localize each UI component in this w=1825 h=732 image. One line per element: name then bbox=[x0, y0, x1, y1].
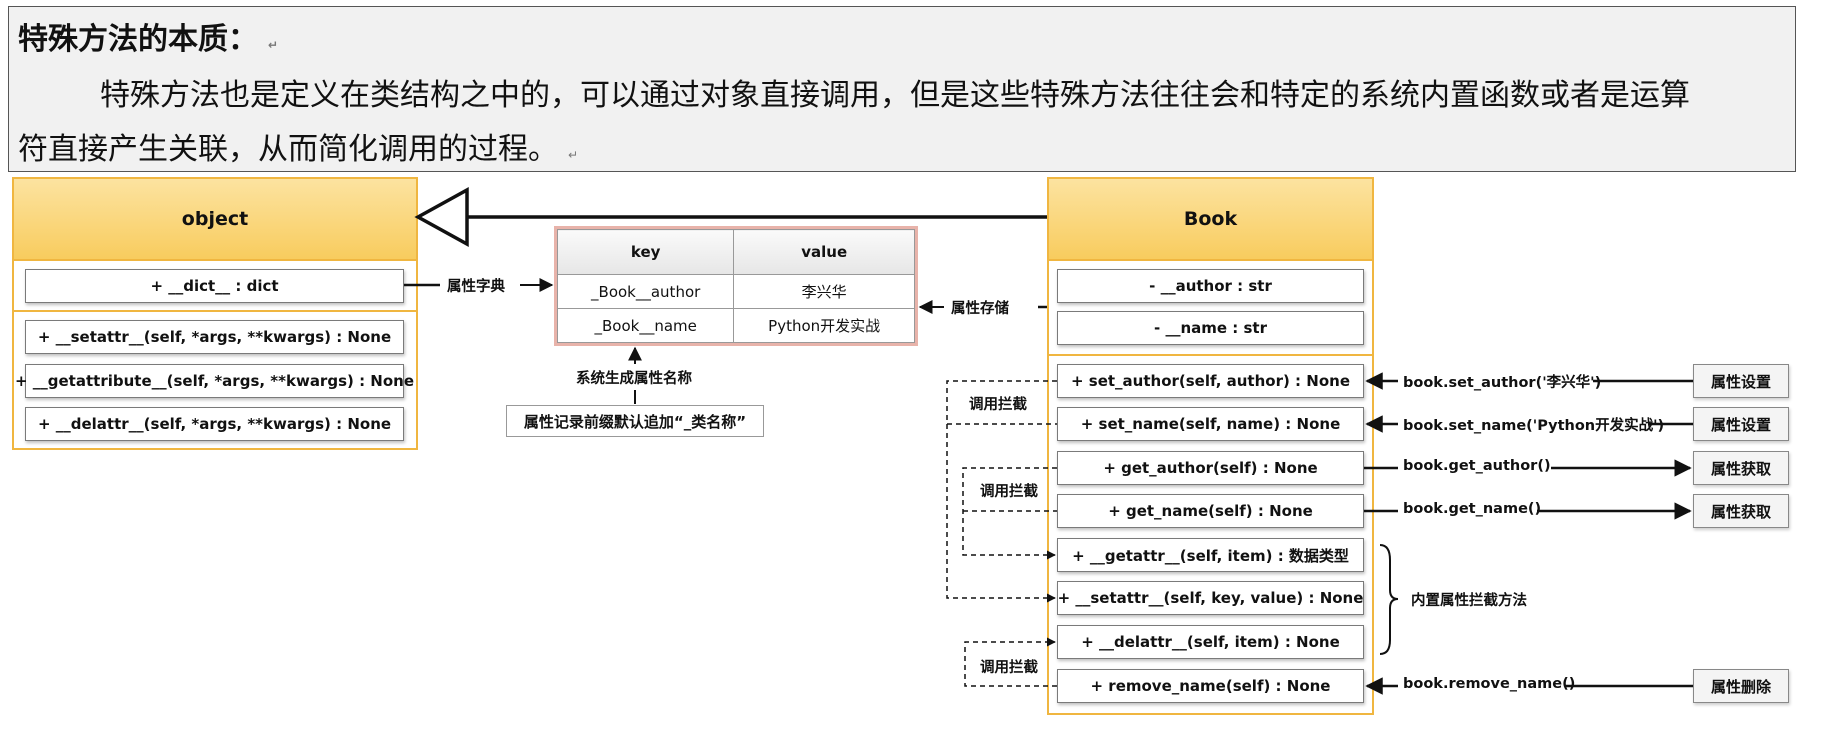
description-line-2: 符直接产生关联，从而简化调用的过程。↵ bbox=[18, 132, 579, 167]
label-intercept-del: 调用拦截 bbox=[980, 660, 1038, 676]
table-header-value: value bbox=[733, 228, 915, 276]
table-header-key: key bbox=[556, 228, 735, 276]
call-remove-name: book.remove_name() bbox=[1403, 676, 1576, 692]
label-attr-store: 属性存储 bbox=[951, 301, 1009, 317]
table-cell-value: Python开发实战 bbox=[733, 308, 915, 343]
intercept-get-connector bbox=[962, 467, 1057, 560]
table-cell-key: _Book__name bbox=[556, 308, 735, 343]
object-method-delattr: + __delattr__(self, *args, **kwargs) : N… bbox=[25, 407, 404, 441]
book-method-get-author: + get_author(self) : None bbox=[1057, 451, 1364, 485]
action-get-name: 属性获取 bbox=[1693, 494, 1789, 528]
object-class-name: object bbox=[14, 179, 416, 261]
label-sys-gen: 系统生成属性名称 bbox=[576, 371, 692, 387]
intercept-del-connector bbox=[964, 637, 1057, 687]
table-row: _Book__name Python开发实战 bbox=[556, 308, 915, 343]
book-method-set-author: + set_author(self, author) : None bbox=[1057, 364, 1364, 398]
header-panel bbox=[8, 6, 1796, 172]
object-attr-dict: + __dict__ : dict bbox=[25, 269, 404, 303]
book-attr-name: - __name : str bbox=[1057, 311, 1364, 345]
object-method-getattribute: + __getattribute__(self, *args, **kwargs… bbox=[15, 364, 414, 398]
book-method-setattr: + __setattr__(self, key, value) : None bbox=[1057, 581, 1364, 615]
label-intercept-set: 调用拦截 bbox=[969, 397, 1027, 413]
intercept-set-connector bbox=[946, 380, 1057, 603]
book-method-get-name: + get_name(self) : None bbox=[1057, 494, 1364, 528]
label-builtin-intercept: 内置属性拦截方法 bbox=[1411, 593, 1527, 609]
inheritance-arrow bbox=[414, 187, 1047, 247]
object-class-box: object bbox=[12, 177, 418, 450]
object-method-setattr: + __setattr__(self, *args, **kwargs) : N… bbox=[25, 320, 404, 354]
book-class-divider bbox=[1049, 354, 1372, 356]
description-line-1: 特殊方法也是定义在类结构之中的，可以通过对象直接调用，但是这些特殊方法往往会和特… bbox=[100, 78, 1690, 113]
attr-dict-table: key value _Book__author 李兴华 _Book__name … bbox=[554, 226, 918, 346]
action-set-author: 属性设置 bbox=[1693, 364, 1789, 398]
label-intercept-get: 调用拦截 bbox=[980, 484, 1038, 500]
action-remove-name: 属性删除 bbox=[1693, 669, 1789, 703]
book-attr-author: - __author : str bbox=[1057, 269, 1364, 303]
book-class-name: Book bbox=[1049, 179, 1372, 261]
action-get-author: 属性获取 bbox=[1693, 451, 1789, 485]
prefix-note-box: 属性记录前缀默认追加“_类名称” bbox=[506, 405, 764, 437]
table-cell-value: 李兴华 bbox=[733, 274, 915, 310]
label-attr-dict: 属性字典 bbox=[447, 279, 505, 295]
book-method-set-name: + set_name(self, name) : None bbox=[1057, 407, 1364, 441]
call-set-author: book.set_author('李兴华') bbox=[1403, 375, 1602, 391]
builtin-brace bbox=[1379, 544, 1399, 655]
page-title: 特殊方法的本质：↵ bbox=[18, 22, 279, 57]
book-method-getattr: + __getattr__(self, item) : 数据类型 bbox=[1057, 538, 1364, 572]
call-set-name: book.set_name('Python开发实战') bbox=[1403, 418, 1665, 434]
object-class-divider bbox=[14, 310, 416, 312]
table-row: _Book__author 李兴华 bbox=[556, 274, 915, 310]
call-get-name: book.get_name() bbox=[1403, 501, 1542, 517]
book-method-delattr: + __delattr__(self, item) : None bbox=[1057, 625, 1364, 659]
action-set-name: 属性设置 bbox=[1693, 407, 1789, 441]
book-method-remove-name: + remove_name(self) : None bbox=[1057, 669, 1364, 703]
call-get-author: book.get_author() bbox=[1403, 458, 1551, 474]
